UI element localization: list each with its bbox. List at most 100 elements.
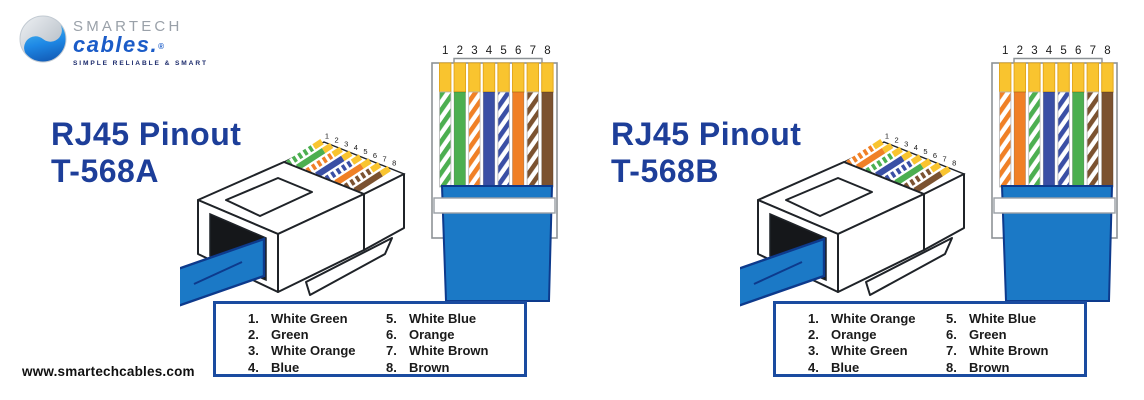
svg-text:7: 7 [383, 155, 387, 164]
svg-text:8: 8 [952, 159, 956, 168]
wire-number: 1. [808, 311, 819, 326]
latch-flap [305, 237, 393, 296]
smartech-sphere-icon [19, 15, 67, 63]
latch-notch [453, 57, 543, 63]
svg-text:4: 4 [1046, 45, 1053, 57]
svg-text:3: 3 [344, 139, 348, 148]
wires [999, 91, 1114, 188]
svg-text:5: 5 [923, 147, 927, 156]
wire-number: 2. [808, 327, 819, 343]
wire-number: 4. [808, 359, 819, 375]
wire-row: 4.Blue [248, 360, 386, 376]
wire-color-label: White Green [271, 311, 348, 326]
wire-row: 7. White Brown [386, 343, 524, 359]
wire-color-label: Brown [409, 359, 450, 375]
svg-text:5: 5 [500, 45, 506, 57]
plug-end-face [363, 173, 405, 251]
wire-row: 1.White Orange [808, 311, 946, 327]
wire-color-label: Blue [831, 359, 860, 375]
wire-number: 7. [946, 343, 957, 359]
wire-row: 7. White Brown [946, 343, 1084, 359]
smartech-logo: SMARTECH cables.® SIMPLE RELIABLE & SMAR… [18, 14, 208, 67]
title-line2: T-568B [611, 153, 719, 189]
wire-number: 2. [248, 327, 259, 343]
wire-row: 6. Orange [386, 327, 524, 343]
strain-relief-band [433, 197, 556, 214]
svg-text:1: 1 [885, 132, 889, 141]
wire-color-label: Green [271, 327, 309, 343]
svg-text:2: 2 [457, 45, 463, 57]
wire-number: 7. [386, 343, 397, 359]
svg-text:7: 7 [943, 155, 947, 164]
cable-highlight [753, 261, 803, 285]
latch-hole [785, 177, 873, 217]
svg-text:6: 6 [515, 45, 521, 57]
svg-text:2: 2 [335, 135, 339, 144]
wires [439, 91, 554, 188]
title-line1: RJ45 Pinout [51, 116, 242, 152]
website-url: www.smartechcables.com [22, 364, 195, 379]
plug-end-face [923, 173, 965, 251]
wire-color-label: White Blue [969, 311, 1037, 326]
wire-color-label: Orange [409, 327, 455, 343]
cable-jacket [440, 185, 554, 302]
wire-number: 5. [946, 311, 957, 326]
strain-relief-band [993, 197, 1116, 214]
title-line1: RJ45 Pinout [611, 116, 802, 152]
svg-text:4: 4 [486, 45, 493, 57]
wire-color-label: Brown [969, 359, 1010, 375]
latch-hole [225, 177, 313, 217]
wire-row: 2. Green [248, 327, 386, 343]
wire-color-label: White Green [831, 343, 908, 359]
wire-row: 5. White Blue [946, 311, 1084, 327]
svg-text:7: 7 [1090, 45, 1096, 57]
svg-text:5: 5 [363, 147, 367, 156]
svg-text:8: 8 [1104, 45, 1110, 57]
svg-text:4: 4 [914, 143, 918, 152]
svg-text:2: 2 [1017, 45, 1023, 57]
svg-text:3: 3 [1031, 45, 1037, 57]
wire-row: 3. White Orange [248, 343, 386, 359]
wire-color-label: White Brown [409, 343, 489, 359]
wire-number: 3. [248, 343, 259, 359]
fanned-wires [286, 139, 391, 194]
svg-text:1: 1 [442, 45, 448, 57]
wire-color-label: Blue [271, 359, 300, 375]
wire-number: 6. [946, 327, 957, 343]
wire-row: 3.White Green [808, 343, 946, 359]
wire-color-label: White Orange [271, 343, 356, 359]
svg-text:1: 1 [325, 132, 329, 141]
diagram-title-t568a: RJ45 Pinout T-568A [51, 116, 241, 190]
wire-color-label: Orange [831, 327, 877, 343]
gold-pins [999, 62, 1114, 93]
svg-text:3: 3 [904, 139, 908, 148]
registered-mark: ® [158, 42, 166, 51]
wire-row: 2. Orange [808, 327, 946, 343]
svg-text:3: 3 [471, 45, 477, 57]
logo-text: SMARTECH cables.® SIMPLE RELIABLE & SMAR… [73, 14, 208, 67]
wire-number: 6. [386, 327, 397, 343]
latch-flap [865, 237, 953, 296]
svg-text:1: 1 [1002, 45, 1008, 57]
wire-color-label: White Brown [969, 343, 1049, 359]
wire-number: 5. [386, 311, 397, 326]
